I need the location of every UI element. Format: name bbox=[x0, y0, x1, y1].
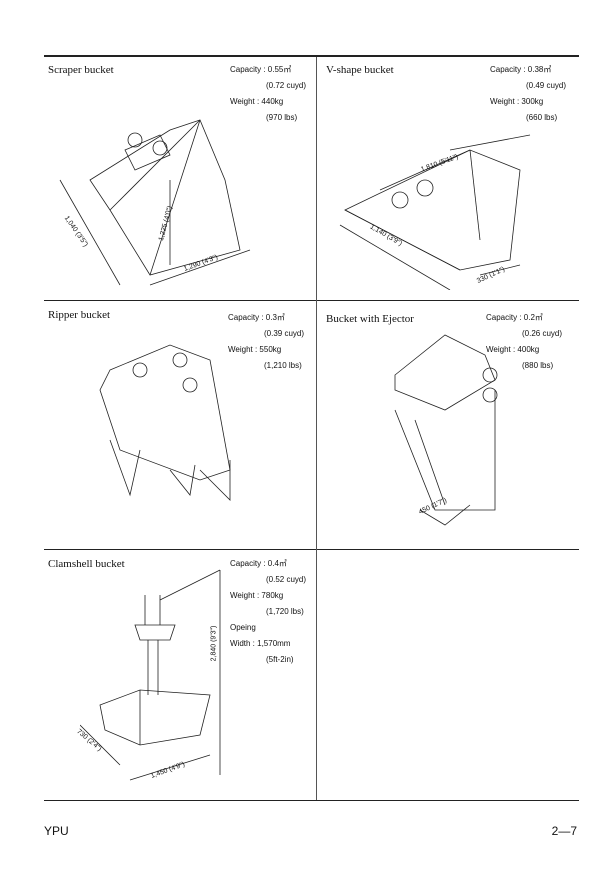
capacity-alt: (0.26 cuyd) bbox=[522, 329, 563, 338]
ejector-bucket-drawing bbox=[394, 334, 498, 526]
weight: Weight : 440kg bbox=[230, 97, 284, 106]
column-divider bbox=[316, 57, 317, 800]
ejector-bucket-title: Bucket with Ejector bbox=[326, 313, 414, 325]
scraper-bucket-drawing bbox=[59, 119, 251, 286]
bottom-rule bbox=[44, 800, 579, 801]
capacity: Capacity : 0.55㎥ bbox=[230, 65, 292, 74]
opening-width-alt: (5ft-2in) bbox=[266, 655, 294, 664]
capacity-alt: (0.49 cuyd) bbox=[526, 81, 567, 90]
opening-label: Opeing bbox=[230, 623, 256, 632]
weight: Weight : 300kg bbox=[490, 97, 544, 106]
ripper-bucket-specs: Capacity : 0.3㎥ (0.39 cuyd) Weight : 550… bbox=[228, 310, 304, 374]
top-rule bbox=[44, 55, 579, 57]
page-number: 2—7 bbox=[551, 824, 577, 838]
weight: Weight : 550kg bbox=[228, 345, 282, 354]
ripper-bucket-title: Ripper bucket bbox=[48, 309, 111, 321]
weight-alt: (1,210 lbs) bbox=[264, 361, 302, 370]
capacity: Capacity : 0.38㎥ bbox=[490, 65, 552, 74]
v-shape-bucket-specs: Capacity : 0.38㎥ (0.49 cuyd) Weight : 30… bbox=[490, 62, 566, 126]
ripper-bucket-drawing bbox=[99, 344, 231, 501]
weight: Weight : 400kg bbox=[486, 345, 540, 354]
weight-alt: (970 lbs) bbox=[266, 113, 298, 122]
ejector-bucket-specs: Capacity : 0.2㎥ (0.26 cuyd) Weight : 400… bbox=[486, 310, 562, 374]
clamshell-bucket-drawing bbox=[80, 569, 221, 781]
scraper-bucket-title: Scraper bucket bbox=[48, 64, 114, 76]
capacity: Capacity : 0.2㎥ bbox=[486, 313, 543, 322]
v-shape-bucket-drawing bbox=[339, 134, 531, 290]
row-divider bbox=[44, 300, 579, 301]
capacity: Capacity : 0.4㎥ bbox=[230, 559, 287, 568]
clamshell-bucket-specs: Capacity : 0.4㎥ (0.52 cuyd) Weight : 780… bbox=[230, 556, 306, 668]
v-shape-bucket-title: V-shape bucket bbox=[326, 64, 394, 76]
row-divider bbox=[44, 549, 579, 550]
clamshell-bucket-title: Clamshell bucket bbox=[48, 558, 125, 570]
weight-alt: (660 lbs) bbox=[526, 113, 558, 122]
weight-alt: (1,720 lbs) bbox=[266, 607, 304, 616]
opening-width: Width : 1,570mm bbox=[230, 639, 291, 648]
capacity-alt: (0.72 cuyd) bbox=[266, 81, 307, 90]
scraper-bucket-specs: Capacity : 0.55㎥ (0.72 cuyd) Weight : 44… bbox=[230, 62, 306, 126]
capacity: Capacity : 0.3㎥ bbox=[228, 313, 285, 322]
footer-left: YPU bbox=[44, 824, 69, 838]
weight: Weight : 780kg bbox=[230, 591, 284, 600]
capacity-alt: (0.39 cuyd) bbox=[264, 329, 305, 338]
dimension-label: 2,840 (9'3") bbox=[210, 625, 218, 662]
capacity-alt: (0.52 cuyd) bbox=[266, 575, 307, 584]
weight-alt: (880 lbs) bbox=[522, 361, 554, 370]
